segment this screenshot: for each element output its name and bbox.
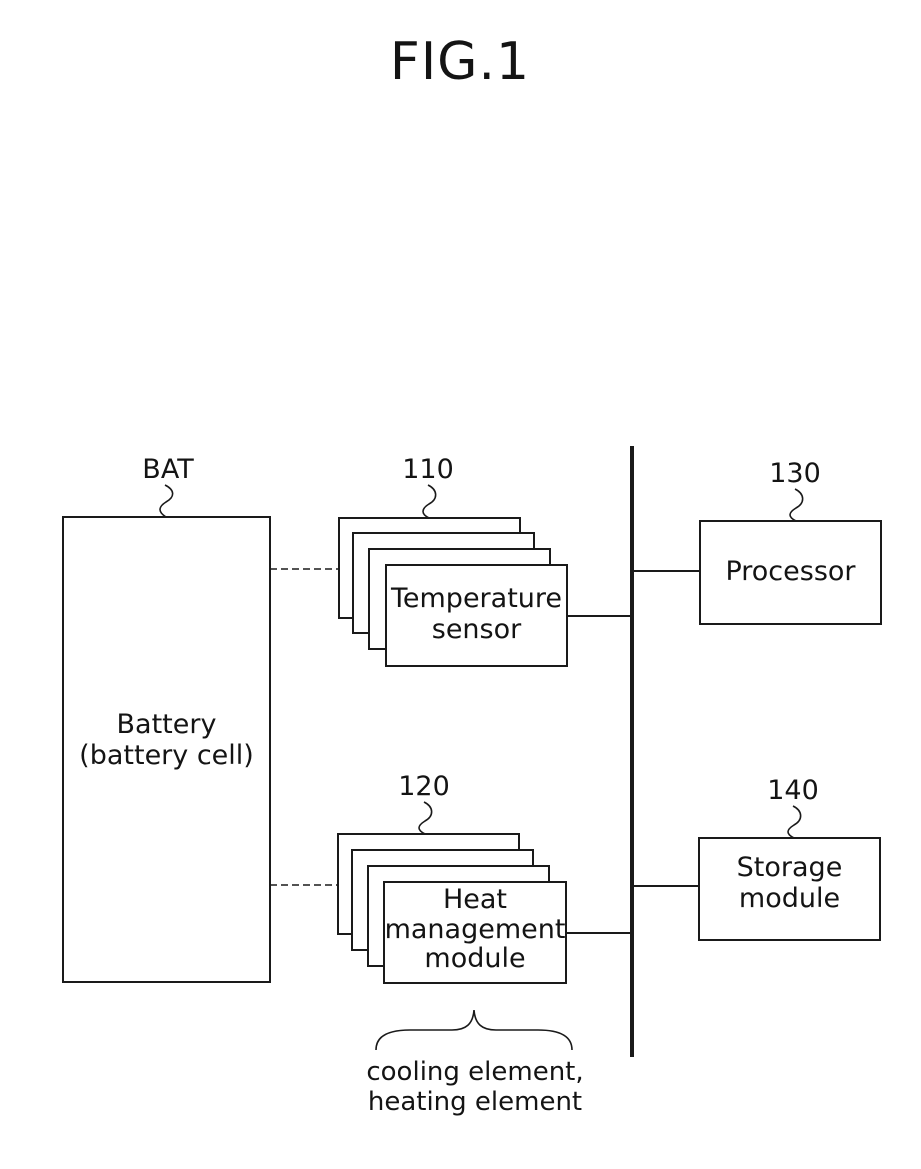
battery-ref-label: BAT (118, 456, 218, 483)
storage-ref-label: 140 (743, 777, 843, 804)
temperature-sensor-label: Temperature sensor (386, 583, 567, 645)
heat-management-ref-label: 120 (374, 773, 474, 800)
ref-130-leader (790, 489, 803, 521)
processor-ref-label: 130 (745, 460, 845, 487)
element-type-note: cooling element, heating element (345, 1058, 605, 1118)
storage-module-label: Storage module (699, 852, 880, 914)
figure-title: FIG.1 (330, 36, 590, 88)
bat-leader (160, 485, 173, 517)
ref-120-leader (419, 802, 432, 834)
battery-label: Battery (battery cell) (63, 709, 270, 771)
ref-110-leader (423, 485, 436, 518)
heat-management-label: Heat management module (384, 885, 566, 974)
temperature-sensor-ref-label: 110 (378, 456, 478, 483)
element-group-brace (376, 1010, 572, 1050)
ref-140-leader (788, 806, 801, 838)
processor-label: Processor (700, 556, 881, 587)
